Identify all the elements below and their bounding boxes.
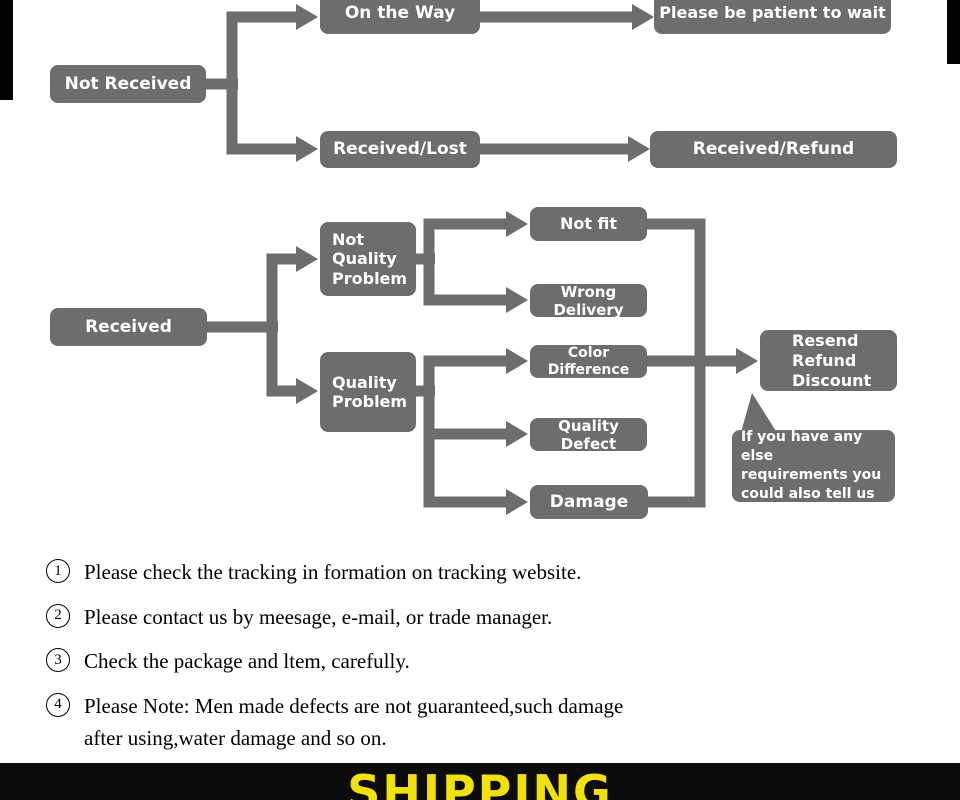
note-item: 1 Please check the tracking in formation…: [46, 556, 806, 589]
top-left-black-strip: [0, 0, 13, 100]
node-quality-defect: Quality Defect: [530, 417, 647, 453]
node-on-the-way: On the Way: [320, 0, 480, 34]
node-quality-problem: Quality Problem: [320, 352, 416, 432]
node-not-received: Not Received: [50, 65, 206, 103]
node-color-difference: Color Difference: [530, 345, 647, 378]
connector-lines: [205, 11, 738, 508]
top-right-black-strip: [947, 0, 960, 64]
footer-banner: SHIPPING: [0, 763, 960, 800]
note-number: 1: [46, 559, 70, 583]
note-text: Check the package and ltem, carefully.: [84, 649, 410, 674]
node-not-quality-problem: Not Quality Problem: [320, 222, 416, 296]
node-please-be-patient: Please be patient to wait: [654, 0, 891, 34]
speech-bubble: If you have any else requirements you co…: [732, 429, 895, 502]
note-text: Please Note: Men made defects are not gu…: [84, 693, 624, 751]
note-number: 4: [46, 692, 70, 717]
node-resend-refund-discount: Resend Refund Discount: [760, 330, 897, 391]
node-not-fit: Not fit: [530, 207, 647, 241]
note-text: Please check the tracking in formation o…: [84, 560, 582, 584]
node-received: Received: [50, 308, 207, 346]
node-received-refund: Received/Refund: [650, 131, 897, 168]
note-number: 3: [46, 648, 70, 673]
notes-list: 1 Please check the tracking in formation…: [46, 556, 806, 767]
node-received-lost: Received/Lost: [320, 131, 480, 168]
node-wrong-delivery: Wrong Delivery: [530, 283, 647, 319]
note-item: 2 Please contact us by meesage, e-mail, …: [46, 601, 806, 634]
node-damage: Damage: [530, 485, 648, 519]
note-text: Please contact us by meesage, e-mail, or…: [84, 604, 553, 629]
note-item: 4 Please Note: Men made defects are not …: [46, 690, 806, 755]
footer-title: SHIPPING: [347, 765, 613, 800]
note-item: 3 Check the package and ltem, carefully.: [46, 645, 806, 678]
note-number: 2: [46, 603, 70, 628]
